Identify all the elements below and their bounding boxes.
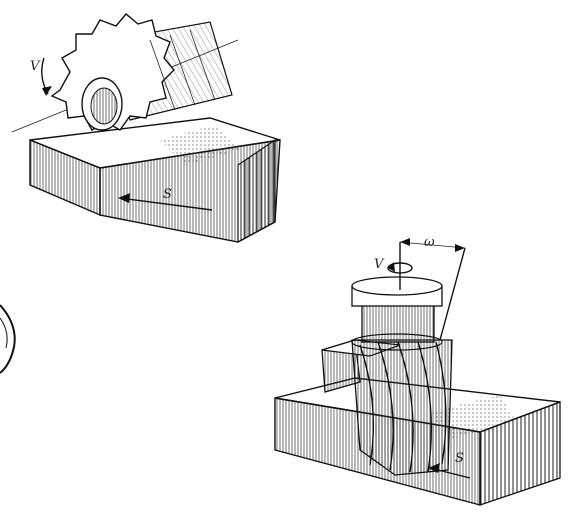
speed-label-1: V	[30, 59, 41, 74]
feed-indicator-2: S	[428, 451, 471, 479]
speed-label-2: V	[374, 257, 385, 272]
feed-indicator-1: S	[118, 187, 213, 211]
partial-disc-cutter	[0, 304, 16, 374]
helical-cutter	[351, 276, 453, 476]
spur-cutter	[50, 13, 233, 131]
figure-plain-milling: V S	[11, 13, 281, 244]
speed-indicator-2: V	[374, 257, 413, 274]
speed-indicator-1: V	[30, 57, 52, 96]
feed-label-1: S	[163, 187, 172, 202]
feed-label-2: S	[455, 451, 464, 466]
workpiece-block-1	[29, 117, 281, 244]
figure-helical-end-milling: ω V S	[274, 235, 561, 506]
angle-label: ω	[424, 235, 435, 250]
helix-angle-indicator: ω	[399, 235, 466, 341]
